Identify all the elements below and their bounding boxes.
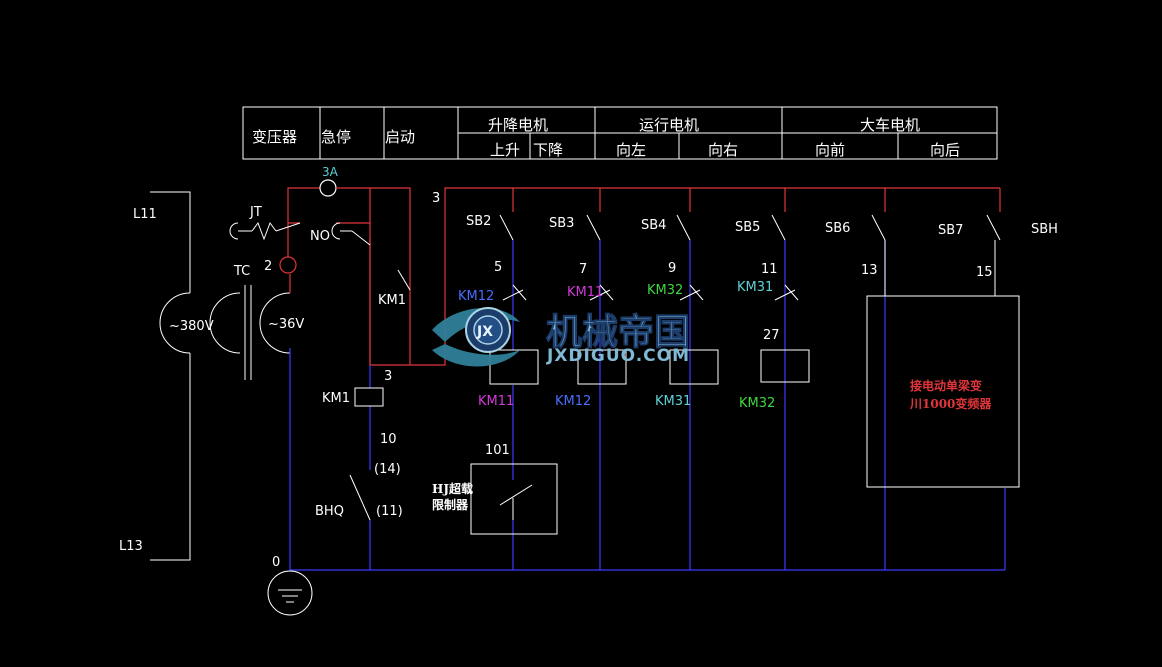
label-node-2: 2	[264, 259, 272, 274]
header-crane-fwd: 向前	[815, 141, 845, 159]
vfd-box	[866, 295, 1020, 488]
header-travel: 运行电机	[639, 116, 699, 134]
header-travel-left: 向左	[616, 141, 646, 159]
label-node-13: 13	[861, 263, 878, 278]
label-p14: (14)	[374, 462, 401, 477]
km1-contact	[397, 269, 411, 291]
watermark-url: JXDIGUO.COM	[546, 346, 690, 366]
label-sb7: SB7	[938, 223, 963, 238]
label-interlock-km11: KM11	[567, 285, 603, 300]
label-sb4: SB4	[641, 218, 666, 233]
label-sb6: SB6	[825, 221, 850, 236]
label-36v: ~36V	[268, 317, 304, 332]
label-p11: (11)	[376, 504, 403, 519]
bhq-contact	[349, 474, 371, 521]
label-sb2: SB2	[466, 214, 491, 229]
label-fuse-3a: 3A	[322, 165, 339, 179]
header-transformer: 变压器	[252, 128, 297, 146]
label-sbh: SBH	[1031, 222, 1058, 237]
estop-jt	[229, 221, 371, 246]
label-interlock-km32: KM32	[647, 283, 683, 298]
label-sb3: SB3	[549, 216, 574, 231]
label-node-5: 5	[494, 260, 502, 275]
label-limiter-1: HJ超载	[432, 481, 473, 496]
header-estop: 急停	[321, 128, 351, 146]
watermark-badge: JX	[476, 324, 493, 340]
label-node-0: 0	[272, 555, 280, 570]
contactor-coils	[489, 349, 810, 385]
limiter-contact	[499, 484, 533, 520]
label-km1-contact: KM1	[378, 293, 406, 308]
km1-coil	[354, 387, 384, 407]
label-coil-km31: KM31	[655, 394, 691, 409]
label-limiter-2: 限制器	[432, 497, 469, 512]
header-hoist-up: 上升	[490, 141, 520, 159]
label-node-7: 7	[579, 262, 587, 277]
header-hoist: 升降电机	[488, 116, 548, 134]
interlock-contacts	[502, 284, 799, 301]
label-tc: TC	[233, 264, 250, 279]
label-jt: JT	[249, 205, 262, 220]
label-node-3-top: 3	[432, 191, 440, 206]
label-vfd-1: 接电动单梁变	[910, 378, 982, 393]
supply-lines	[150, 191, 191, 561]
label-node-11: 11	[761, 262, 778, 277]
label-coil-km32: KM32	[739, 396, 775, 411]
limiter-box	[470, 463, 558, 535]
label-380v: ~380V	[169, 319, 214, 334]
label-km1-coil: KM1	[322, 391, 350, 406]
header-travel-right: 向右	[708, 141, 738, 159]
label-interlock-km31: KM31	[737, 280, 773, 295]
label-l11: L11	[133, 207, 157, 222]
watermark-title: 机械帝国	[546, 312, 690, 353]
label-bhq: BHQ	[315, 504, 344, 519]
label-vfd-2: 川1000变频器	[909, 396, 992, 411]
label-coil-km12: KM12	[555, 394, 591, 409]
header-table	[242, 106, 998, 160]
label-node-3-mid: 3	[384, 369, 392, 384]
label-no: NO	[310, 229, 330, 244]
red-control-wiring	[279, 179, 1001, 366]
label-node-10: 10	[380, 432, 397, 447]
ground-symbol	[267, 570, 313, 616]
label-node-101: 101	[485, 443, 510, 458]
pushbuttons	[499, 214, 1001, 241]
label-coil-km11: KM11	[478, 394, 514, 409]
watermark-logo: JX 机械帝国 JXDIGUO.COM	[432, 307, 691, 367]
transformer-tc	[209, 285, 291, 380]
label-node-27: 27	[763, 328, 780, 343]
header-start: 启动	[385, 128, 415, 146]
header-crane-back: 向后	[930, 141, 960, 159]
header-hoist-down: 下降	[533, 141, 563, 159]
label-node-15: 15	[976, 265, 993, 280]
label-node-9: 9	[668, 261, 676, 276]
label-interlock-km12: KM12	[458, 289, 494, 304]
label-l13: L13	[119, 539, 143, 554]
header-crane: 大车电机	[860, 116, 920, 134]
label-sb5: SB5	[735, 220, 760, 235]
